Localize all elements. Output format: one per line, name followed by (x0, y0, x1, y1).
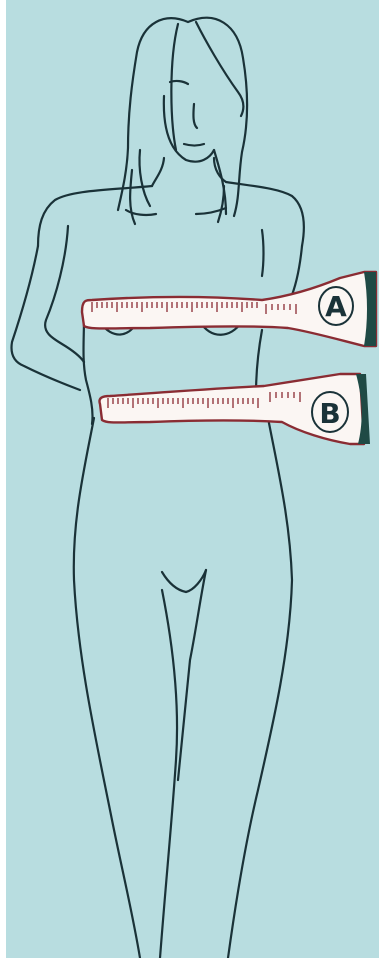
leg-inner-left (160, 590, 177, 958)
arm-right-inner (262, 230, 264, 276)
arm-left-inner (45, 226, 84, 362)
label-b: B (319, 397, 340, 430)
nose-line (193, 104, 197, 128)
torso-right (256, 330, 262, 394)
shoulder-left (38, 186, 152, 246)
tape-measure-b: B (99, 374, 370, 444)
leg-inner-right (178, 570, 206, 780)
crotch-line (162, 570, 206, 592)
torso-left (84, 318, 93, 424)
mouth-line (184, 144, 204, 146)
label-a: A (325, 290, 347, 323)
eye-brow-left (170, 81, 188, 84)
tape-measure-a: A (82, 272, 376, 346)
neck-left (152, 158, 164, 186)
hip-left (74, 418, 140, 958)
hip-right (228, 418, 292, 958)
